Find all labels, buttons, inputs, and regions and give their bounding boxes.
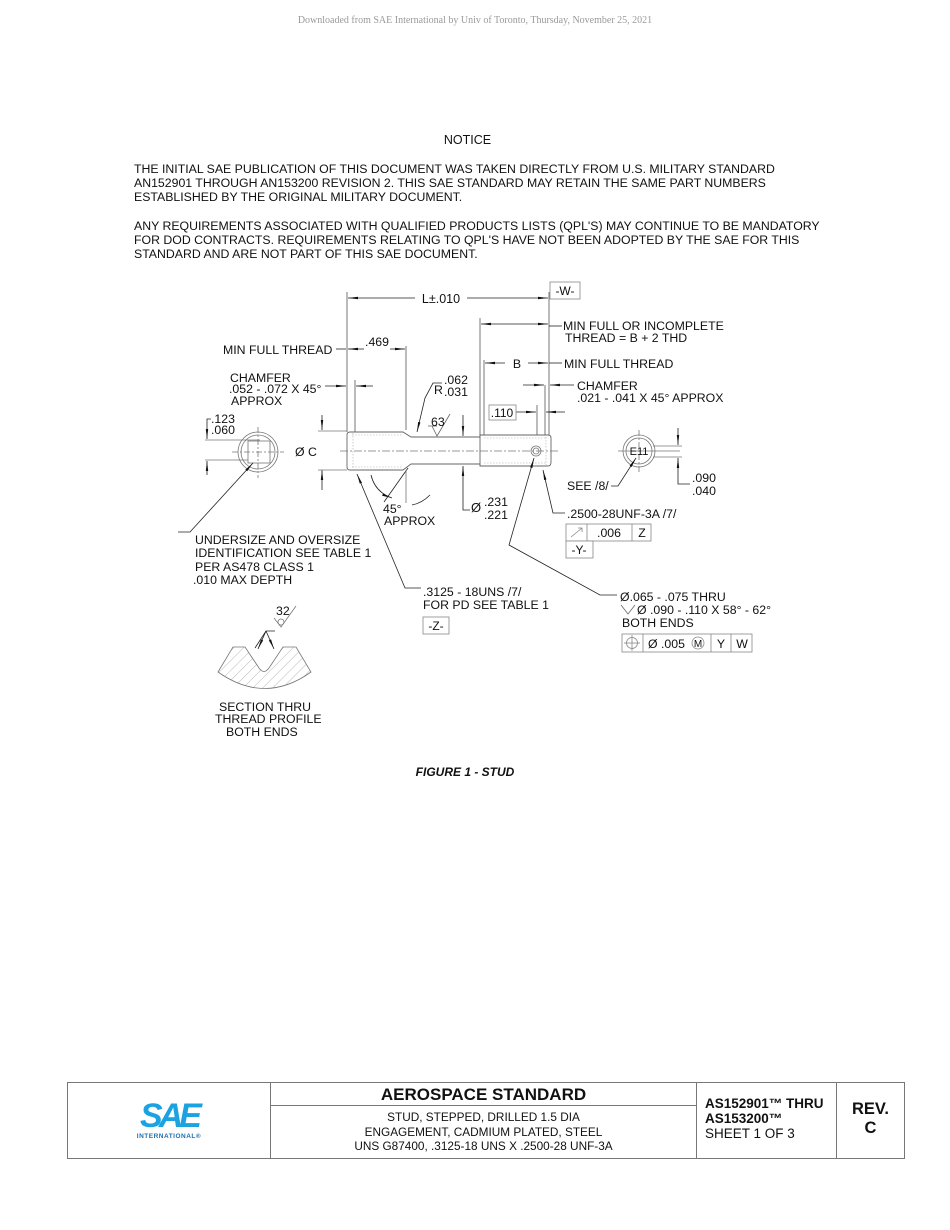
revision: REV. C [837,1083,904,1158]
runout-datum: Z [638,526,646,540]
datum-w: -W- [555,284,574,298]
hole-spec-3: BOTH ENDS [622,616,694,630]
description-line-3: UNS G87400, .3125-18 UNS X .2500-28 UNF-… [354,1139,613,1153]
datum-y: -Y- [572,543,587,557]
undersize-note-2: IDENTIFICATION SEE TABLE 1 [195,546,371,560]
standard-description: STUD, STEPPED, DRILLED 1.5 DIA ENGAGEMEN… [271,1106,696,1154]
angle-45: 45° [383,502,402,516]
position-modifier: M [694,639,702,650]
see-note-8: SEE /8/ [567,479,609,493]
thread-large-spec: .3125 - 18UNS /7/ [423,585,522,599]
surface-finish-32: 32 [276,604,290,618]
figure-caption: FIGURE 1 - STUD [415,765,515,779]
radius-r: R [434,383,443,397]
dim-090: .090 [692,471,716,485]
hole-spec-1: Ø.065 - .075 THRU [620,590,726,604]
angle-approx: APPROX [384,514,435,528]
dia-c: Ø C [295,445,317,459]
description-line-1: STUD, STEPPED, DRILLED 1.5 DIA [387,1110,580,1124]
undersize-note-1: UNDERSIZE AND OVERSIZE [195,533,360,547]
dim-110: .110 [491,406,514,420]
notice-paragraph-2: ANY REQUIREMENTS ASSOCIATED WITH QUALIFI… [134,219,820,261]
marking-e11: E11 [630,446,649,458]
min-full-thread-right-label: MIN FULL THREAD [564,357,673,371]
dia-lower: .221 [484,508,508,522]
chamfer-right-label: CHAMFER [577,379,638,393]
revision-label: REV. [852,1100,889,1118]
title-block: SAE INTERNATIONAL® AEROSPACE STANDARD ST… [67,1082,905,1159]
notice-title: NOTICE [443,133,492,147]
dim-040: .040 [692,484,716,498]
section-label-3: BOTH ENDS [226,725,298,739]
revision-value: C [864,1119,877,1137]
standard-heading: AEROSPACE STANDARD [271,1083,696,1106]
thread-small-spec: .2500-28UNF-3A /7/ [567,507,677,521]
sae-logo-mark: SAE [140,1097,202,1135]
dia-symbol: Ø [471,500,481,515]
number-line-2: AS153200™ [705,1111,783,1126]
document-number: AS152901™ THRU AS153200™ SHEET 1 OF 3 [697,1083,837,1158]
chamfer-right-spec: .021 - .041 X 45° APPROX [577,391,723,405]
notice-paragraph-1: THE INITIAL SAE PUBLICATION OF THIS DOCU… [134,162,775,204]
thread-formula-label: THREAD = B + 2 THD [565,331,687,345]
countersink-icon [620,604,636,615]
dia-upper: .231 [484,495,508,509]
radius-upper: .062 [444,373,468,387]
hole-spec-2: Ø .090 - .110 X 58° - 62° [637,603,771,617]
chamfer-left-spec: .052 - .072 X 45° [229,382,322,396]
undersize-note-3: PER AS478 CLASS 1 [195,560,314,574]
min-full-or-incomplete-label: MIN FULL OR INCOMPLETE [563,319,724,333]
dim-469: .469 [365,335,389,349]
stud-drawing: -W- L±.010 MIN FULL OR INCOMPLETE THREAD… [178,281,771,739]
section-label-2: THREAD PROFILE [215,712,322,726]
sae-logo-sub: INTERNATIONAL® [136,1133,202,1140]
description-line-2: ENGAGEMENT, CADMIUM PLATED, STEEL [364,1124,603,1139]
runout-value: .006 [597,526,621,540]
number-line-1: AS152901™ THRU [705,1096,824,1111]
undersize-note-4: .010 MAX DEPTH [193,573,292,587]
length-dimension: L±.010 [422,292,460,306]
position-tolerance: Ø .005 [648,637,685,651]
runout-icon [570,527,583,538]
min-full-thread-left-label: MIN FULL THREAD [223,343,332,357]
depth-upper: .123 [211,412,235,426]
thread-large-pd-note: FOR PD SEE TABLE 1 [423,598,549,612]
position-icon [624,635,640,651]
radius-lower: .031 [444,385,468,399]
chamfer-left-label: CHAMFER [230,371,291,385]
section-label-1: SECTION THRU [219,700,311,714]
sheet-number: SHEET 1 OF 3 [705,1126,795,1141]
position-datum-y: Y [717,637,725,651]
chamfer-left-approx: APPROX [231,394,282,408]
depth-lower: .060 [211,423,235,437]
datum-z: -Z- [428,619,443,633]
thread-section-view [217,646,312,689]
download-watermark: Downloaded from SAE International by Uni… [297,15,653,26]
surface-finish-63: 63 [431,415,445,429]
position-datum-w: W [736,637,748,651]
sae-logo: SAE INTERNATIONAL® [68,1083,271,1158]
dim-b: B [513,357,521,371]
